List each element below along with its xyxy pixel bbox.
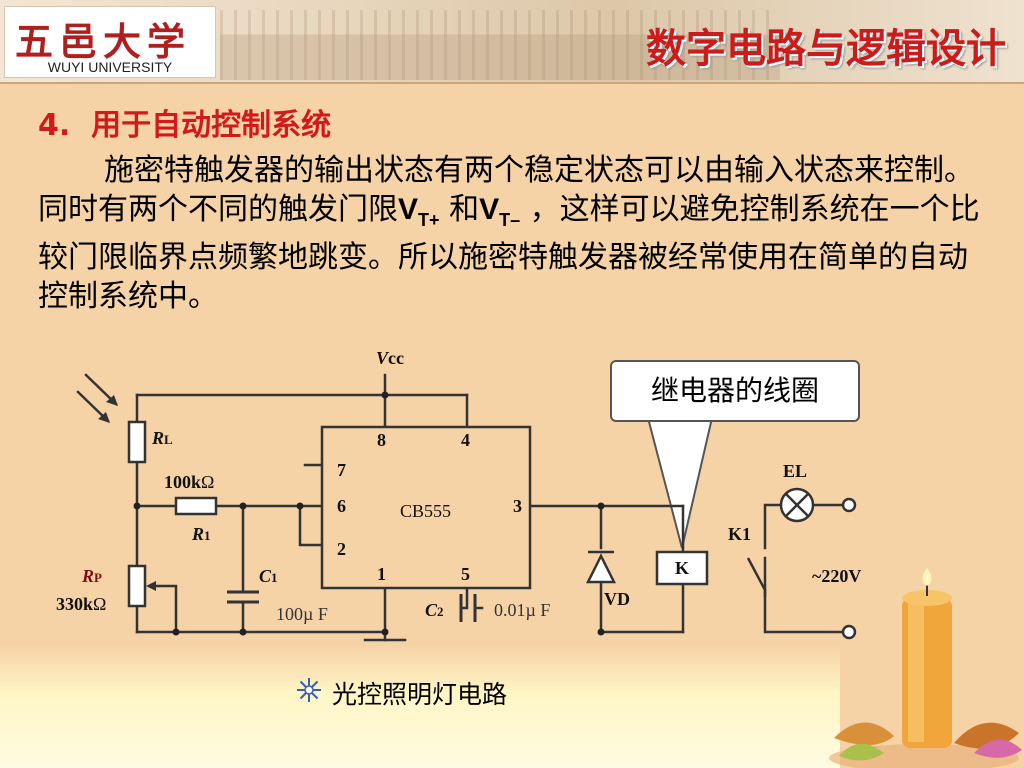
c2-label: C2 (425, 600, 444, 620)
body-paragraph: 施密特触发器的输出状态有两个稳定状态可以由输入状态来控制。同时有两个不同的触发门… (38, 152, 988, 316)
paragraph-text-1: 施密特触发器的输出状态有两个稳定状态可以由输入状态来控制。同时有两个不同的触发门… (38, 153, 974, 227)
c2-value-label: 0.01µ F (494, 600, 550, 620)
vt-minus-symbol: VT– (479, 192, 521, 230)
c1-value-label: 100µ F (276, 604, 328, 624)
university-logo: 五邑大学 WUYI UNIVERSITY (4, 6, 216, 78)
caption-text: 光控照明灯电路 (332, 680, 508, 709)
diode-vd (585, 553, 617, 584)
rp-label: RP (81, 566, 102, 586)
pin-7-label: 7 (337, 460, 346, 480)
relay-coil-k (655, 550, 709, 586)
cb555-timer-chip (320, 425, 532, 590)
diode-vd-label: VD (604, 589, 630, 609)
switch-bottom-wire (763, 588, 845, 634)
pin5-wire (459, 586, 469, 610)
mains-voltage-label: ~220V (812, 566, 861, 586)
switch-k1-label: K1 (728, 524, 751, 544)
section-heading: 用于自动控制系统 (91, 108, 332, 143)
starburst-bullet-icon (297, 678, 321, 702)
pin-1-label: 1 (377, 564, 386, 584)
candle-decoration-image (829, 568, 1022, 768)
chip-name-label: CB555 (400, 501, 451, 521)
rp-wiper-wire (148, 584, 178, 634)
c1-label: C1 (259, 566, 278, 586)
campus-banner-image (220, 10, 780, 80)
photoresistor-rl (127, 420, 147, 464)
logo-chinese-name: 五邑大学 (15, 19, 192, 64)
rp-value-label: 330kΩ (56, 594, 106, 614)
relay-switch-k1 (746, 557, 767, 591)
lamp-el-label: EL (783, 461, 807, 481)
pin-3-label: 3 (513, 496, 522, 516)
mains-terminal-top (841, 497, 857, 513)
section-title: 4. 用于自动控制系统 (38, 100, 331, 144)
r1-label: R1 (191, 524, 211, 544)
vcc-label: Vcc (376, 348, 404, 368)
pin-6-label: 6 (337, 496, 346, 516)
logo-english-name: WUYI UNIVERSITY (47, 59, 173, 75)
rl-label: RL (151, 428, 173, 448)
lamp-left-wire (763, 503, 783, 550)
pin-5-label: 5 (461, 564, 470, 584)
section-number: 4. (38, 108, 71, 143)
pin-8-label: 8 (377, 430, 386, 450)
course-title: 数字电路与逻辑设计 (646, 26, 1006, 72)
pin-2-label: 2 (337, 539, 346, 559)
resistor-r1 (174, 496, 218, 516)
pin6-pin2-wire (298, 504, 324, 547)
bottom-glow-decoration (0, 645, 840, 768)
pin-4-label: 4 (461, 430, 470, 450)
relay-k-label: K (675, 558, 689, 578)
paragraph-and: 和 (439, 191, 480, 227)
r1-value-label: 100kΩ (164, 472, 214, 492)
relay-coil-callout: 继电器的线圈 (610, 360, 860, 422)
paragraph-text-2: ，这样可以避免控制系统在一个比较门限临界点频繁地跳变。所以施密特触发器被经常使用… (38, 191, 980, 314)
potentiometer-rp (127, 564, 147, 608)
slide-header: 五邑大学 WUYI UNIVERSITY 数字电路与逻辑设计 (0, 0, 1024, 84)
vt-plus-symbol: VT+ (398, 192, 440, 230)
callout-pointer (646, 417, 714, 549)
mains-terminal-bottom (841, 624, 857, 640)
